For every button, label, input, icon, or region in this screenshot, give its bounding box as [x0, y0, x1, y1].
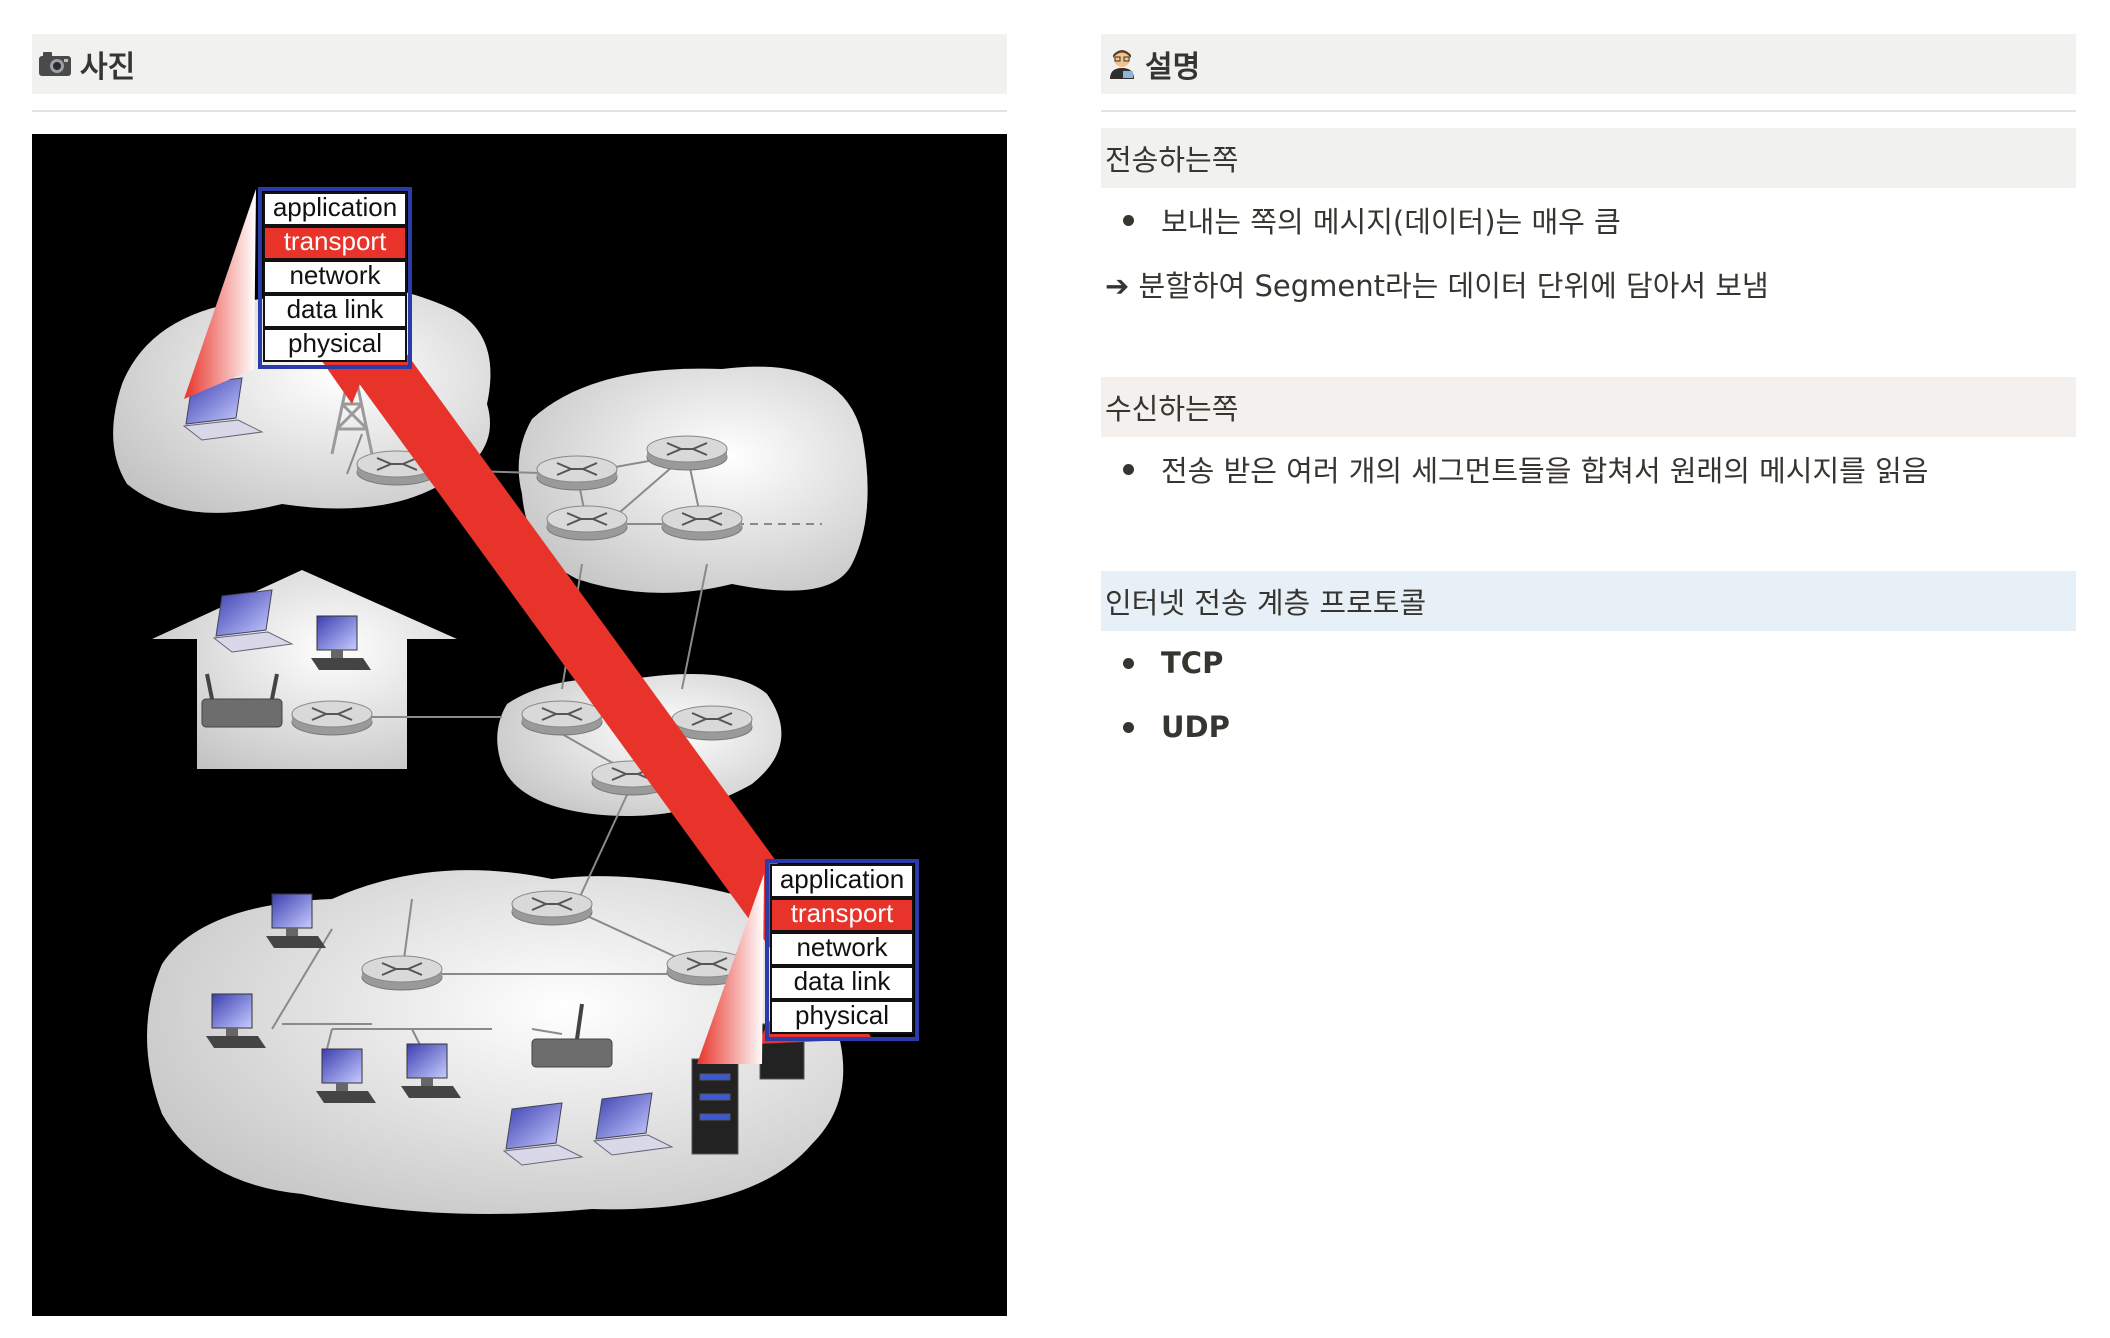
section-title-protocols: 인터넷 전송 계층 프로토콜: [1101, 571, 2076, 631]
sender-note: ➔ 분할하여 Segment라는 데이터 단위에 담아서 보냄: [1101, 252, 2076, 316]
list-item: 전송 받은 여러 개의 세그먼트들을 합쳐서 원래의 메시지를 읽음: [1101, 437, 2076, 501]
layer-label: transport: [284, 226, 387, 256]
layer-label: data link: [794, 966, 892, 996]
bullet-icon: [1123, 464, 1134, 475]
top-stack-callout: [184, 189, 256, 399]
layer-label: data link: [287, 294, 385, 324]
bullet-icon: [1123, 215, 1134, 226]
description-title: 설명: [1145, 42, 1200, 86]
list-item: 보내는 쪽의 메시지(데이터)는 매우 큼: [1101, 188, 2076, 252]
bullet-icon: [1123, 722, 1134, 733]
teacher-icon: [1107, 49, 1137, 79]
description-panel: 설명 전송하는쪽 보내는 쪽의 메시지(데이터)는 매우 큼 ➔ 분할하여 Se…: [1101, 34, 2076, 759]
layer-label: application: [780, 864, 904, 894]
section-title-receiver: 수신하는쪽: [1101, 377, 2076, 437]
photo-header: 사진: [32, 34, 1007, 94]
network-diagram: application transport network data link phys…: [32, 134, 1007, 1316]
bullet-icon: [1123, 658, 1134, 669]
description-header: 설명: [1101, 34, 2076, 94]
top-protocol-stack: application transport network data link phys…: [260, 189, 410, 367]
layer-label: application: [273, 192, 397, 222]
layer-label: physical: [795, 1000, 889, 1030]
house: [152, 570, 457, 769]
layer-label: transport: [791, 898, 894, 928]
camera-icon: [38, 51, 72, 77]
divider: [32, 110, 1007, 112]
bottom-protocol-stack: application transport network data link phys…: [767, 861, 917, 1039]
photo-panel: 사진: [32, 34, 1007, 1316]
section-title-sender: 전송하는쪽: [1101, 128, 2076, 188]
layer-label: network: [289, 260, 381, 290]
layer-label: network: [796, 932, 888, 962]
list-item: TCP: [1101, 631, 2076, 695]
photo-title: 사진: [80, 42, 135, 86]
layer-label: physical: [288, 328, 382, 358]
list-item: UDP: [1101, 695, 2076, 759]
